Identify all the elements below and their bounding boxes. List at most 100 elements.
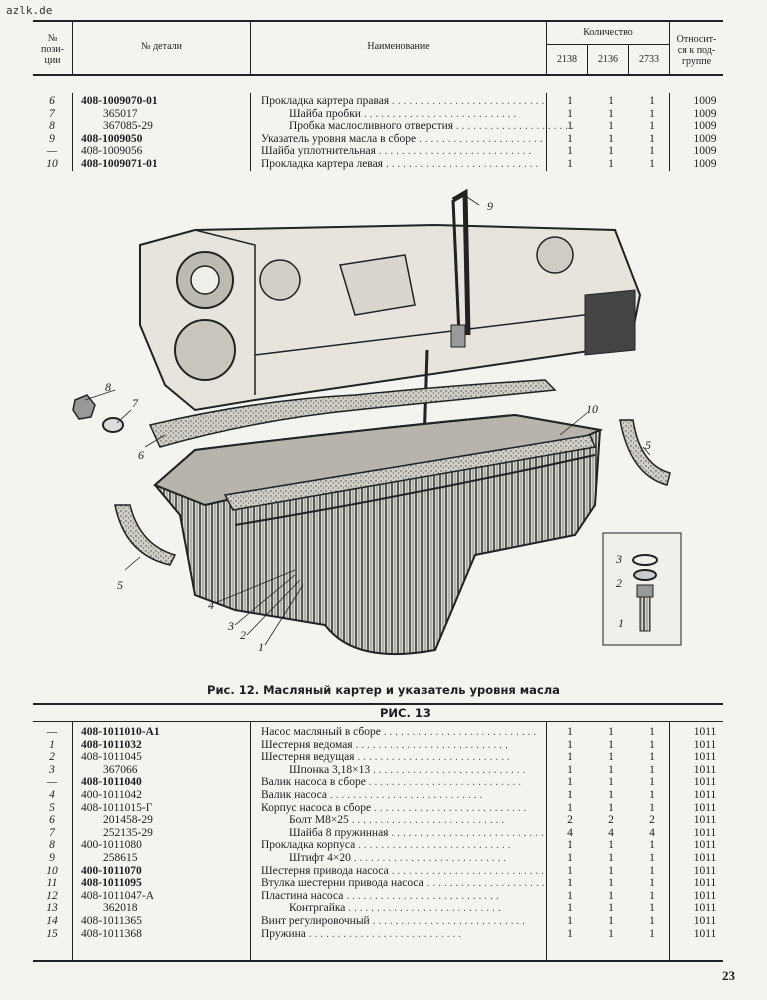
callout-3: 3 (228, 619, 234, 633)
qty-2138: 1 (567, 751, 573, 764)
qty-2138: 1 (567, 927, 573, 940)
header-part-number: № детали (141, 41, 182, 52)
position-number: 1 (49, 738, 55, 751)
position-number: 9 (49, 852, 55, 864)
part-name: Шайба 8 пружинная . . . . . . . . . . . … (289, 826, 544, 839)
position-number: 4 (49, 789, 55, 801)
part-name: Шестерня ведущая . . . . . . . . . . . .… (261, 751, 510, 764)
qty-2136: 1 (608, 738, 614, 751)
position-number: 6 (49, 814, 55, 827)
part-number: 408-1011015-Г (81, 801, 153, 814)
position-number: 7 (49, 107, 55, 120)
position-number: — (46, 776, 58, 789)
part-name: Болт М8×25 . . . . . . . . . . . . . . .… (289, 814, 505, 827)
header-group-line: группе (681, 56, 712, 67)
dot-leader: . . . . . . . . . . . . . . . . . . . . … (326, 789, 483, 801)
part-name: Насос масляный в сборе . . . . . . . . .… (261, 726, 537, 738)
qty-2733: 1 (649, 801, 655, 814)
subgroup: 1011 (693, 852, 717, 864)
callout-4: 4 (208, 598, 214, 612)
callout-5-right: 5 (645, 438, 651, 452)
position-number: — (46, 145, 58, 158)
qty-2136: 1 (608, 839, 614, 852)
dot-leader: . . . . . . . . . . . . . . . . . . . . … (370, 763, 526, 776)
qty-2733: 1 (649, 915, 655, 927)
seal-left (114, 504, 177, 566)
position-number: 9 (49, 132, 55, 145)
qty-2138: 1 (567, 864, 573, 877)
header-divider (628, 44, 629, 75)
leader-lines (84, 196, 651, 646)
header-divider (669, 20, 670, 75)
dot-leader: . . . . . . . . . . . . . . . . . . . . … (382, 158, 539, 170)
qty-2136: 1 (608, 107, 614, 120)
position-number: 12 (46, 889, 58, 902)
dot-leader: . . . . . . . . . . . . . . . . . . . . … (354, 751, 510, 764)
qty-2138: 1 (567, 158, 573, 170)
position-number: 5 (49, 801, 55, 814)
part-number: 400-1011080 (81, 839, 142, 852)
page-number: 23 (722, 968, 735, 983)
header-divider (72, 20, 73, 75)
callout-8: 8 (105, 380, 111, 394)
part-number: 400-1011042 (81, 789, 142, 801)
qty-2733: 1 (649, 120, 655, 133)
part-number: 408-1009071-01 (81, 158, 158, 170)
inset-callout-2: 2 (616, 576, 622, 590)
column-rule (669, 722, 670, 960)
part-number: 408-1011032 (81, 738, 142, 751)
qty-2138: 1 (567, 877, 573, 890)
qty-2136: 1 (608, 902, 614, 915)
part-name: Штифт 4×20 . . . . . . . . . . . . . . .… (289, 852, 507, 864)
subgroup: 1011 (693, 864, 717, 877)
callout-7: 7 (132, 396, 138, 410)
qty-2136: 2 (608, 814, 614, 827)
inset-callout-1: 1 (618, 616, 624, 630)
qty-2136: 1 (608, 158, 614, 170)
part-number: 408-1011040 (81, 776, 142, 789)
part-name: Прокладка картера правая . . . . . . . .… (261, 95, 545, 107)
header-bottom-rule (33, 74, 723, 76)
oil-pan (153, 413, 604, 656)
dot-leader: . . . . . . . . . . . . . . . . . . . . … (455, 120, 573, 133)
qty-2733: 1 (649, 158, 655, 170)
subgroup: 1011 (693, 826, 717, 839)
subgroup: 1011 (693, 839, 717, 852)
header-qty-2136: 2136 (598, 54, 618, 65)
part-name: Пробка маслосливного отверстия . . . . .… (261, 120, 573, 133)
header-position-line: ции (44, 55, 61, 66)
qty-2733: 1 (649, 902, 655, 915)
qty-2733: 1 (649, 864, 655, 877)
section-rule-bottom (33, 721, 723, 722)
part-number: 367085-29 (103, 120, 153, 133)
column-rule (669, 93, 670, 171)
part-number: 367066 (103, 763, 138, 776)
qty-2136: 1 (608, 132, 614, 145)
position-number: 7 (49, 826, 55, 839)
part-number: 408-1011047-А (81, 889, 155, 902)
qty-2136: 1 (608, 120, 614, 133)
dot-leader: . . . . . . . . . . . . . . . . . . . . … (360, 107, 517, 120)
column-rule (546, 93, 547, 171)
subgroup: 1011 (693, 877, 717, 890)
header-position-line: № (47, 33, 58, 44)
header-qty-2733: 2733 (639, 54, 659, 65)
position-number: 13 (46, 902, 58, 915)
qty-2136: 1 (608, 776, 614, 789)
subgroup: 1009 (693, 95, 717, 107)
position-number: — (46, 726, 58, 738)
qty-2136: 1 (608, 927, 614, 940)
subgroup: 1011 (693, 801, 717, 814)
qty-2733: 1 (649, 107, 655, 120)
header-group: Относит- ся к под- группе (670, 34, 723, 67)
part-name: Указатель уровня масла в сборе . . . . .… (261, 133, 545, 146)
part-number: 408-1009050 (81, 132, 143, 145)
